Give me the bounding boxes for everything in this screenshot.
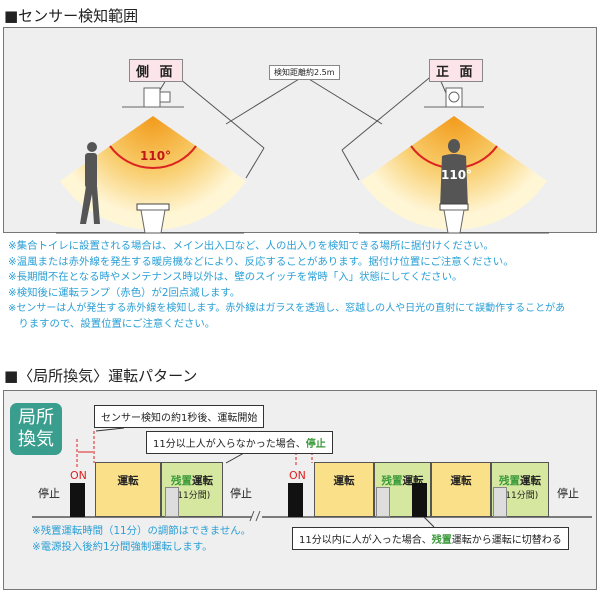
note: ※集合トイレに設置される場合は、メイン出入口など、人の出入りを検知できる場所に据… [8, 240, 494, 252]
callout-text: 残置 [431, 535, 452, 546]
stop-label: 停止 [557, 487, 579, 500]
note: りますので、設置位置にご注意ください。 [8, 317, 216, 330]
callout-text: 11分以内に人が入った場合、 [299, 535, 432, 546]
callout-text: 運転から運転に切替わる [451, 535, 562, 546]
local-ventilation-badge: 局所換気 [10, 403, 62, 455]
badge-text: 換気 [18, 429, 54, 450]
person-entering-icon [412, 483, 427, 517]
stop-label: 停止 [230, 487, 252, 500]
fan-unit-front [424, 87, 484, 108]
note: ※温風または赤外線を発生する暖房機などにより、反応することがあります。据付け位置… [8, 255, 514, 268]
residual-label: 残置 [499, 475, 520, 487]
timeline-lines [32, 427, 592, 528]
person-entering-icon [288, 483, 303, 517]
person-front-icon [440, 139, 468, 208]
angle-front-label: 110° [441, 168, 473, 182]
run-block: 運転 [95, 462, 161, 517]
residual-label: 残置 [171, 475, 192, 487]
note: ※長期間不在となる時やメンテナンス時以外は、壁のスイッチを常時「入」状態にしてく… [8, 271, 463, 284]
callout-text: 停止 [305, 439, 326, 450]
residual-label: 残置 [381, 475, 403, 487]
run-block: 運転 [314, 462, 374, 517]
residual-label: 運転 [192, 475, 213, 487]
on-label: ON [289, 469, 306, 482]
person-entering-icon [70, 483, 85, 517]
toilet-front-icon [439, 203, 469, 234]
angle-side-label: 110° [140, 149, 172, 163]
callout-text: 11分以上人が入らなかった場合、 [153, 439, 306, 450]
section-title-operation-pattern: ■〈局所換気〉運転パターン [4, 367, 198, 385]
callout-stop: 11分以上人が入らなかった場合、停止 [146, 431, 333, 454]
detection-distance-label: 検知距離約2.5m [269, 65, 340, 80]
run-label: 運転 [333, 475, 355, 487]
run-label: 運転 [117, 475, 139, 487]
residual-label: 運転 [520, 475, 541, 487]
operation-pattern-panel: 局所換気 センサー検知の約1秒後、運転開始 11分以上人が入らなかった場合、停止… [3, 390, 597, 590]
section-title-sensor-range: ■センサー検知範囲 [4, 7, 139, 25]
side-view-label: 側 面 [129, 59, 183, 82]
fan-unit-side [122, 87, 184, 108]
callout-text: センサー検知の約1秒後、運転開始 [101, 413, 258, 424]
door-exit-icon [493, 487, 507, 517]
sensor-notes: ※集合トイレに設置される場合は、メイン出入口など、人の出入りを検知できる場所に据… [8, 239, 565, 333]
badge-text: 局所 [18, 407, 54, 428]
side-detection-fan [60, 116, 246, 230]
pattern-notes: ※残置運転時間（11分）の調節はできません。 ※電源投入後約1分間強制運転します… [32, 524, 251, 555]
sensor-range-panel: 側 面 正 面 検知距離約2.5m 110° 110° [3, 27, 597, 234]
callout-start: センサー検知の約1秒後、運転開始 [94, 405, 265, 428]
note: ※電源投入後約1分間強制運転します。 [32, 540, 213, 553]
run-label: 運転 [450, 475, 472, 487]
person-side-icon [80, 142, 100, 224]
minutes-label: (11分間) [173, 491, 211, 501]
note: ※残置運転時間（11分）の調節はできません。 [32, 525, 252, 537]
minutes-label: (11分間) [501, 491, 539, 501]
door-exit-icon [165, 487, 179, 517]
sensor-range-diagram [56, 69, 549, 234]
run-block: 運転 [431, 462, 491, 517]
on-label: ON [70, 469, 87, 482]
front-view-label: 正 面 [429, 59, 483, 82]
note: ※検知後に運転ランプ（赤色）が2回点滅します。 [8, 286, 241, 299]
callout-switch: 11分以内に人が入った場合、残置運転から運転に切替わる [292, 527, 569, 550]
door-exit-icon [376, 487, 390, 517]
note: ※センサーは人が発生する赤外線を検知します。赤外線はガラスを透過し、窓越しの人や… [8, 303, 566, 315]
stop-label: 停止 [38, 487, 60, 500]
